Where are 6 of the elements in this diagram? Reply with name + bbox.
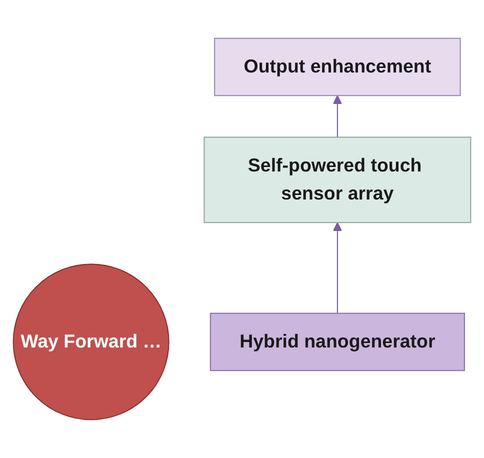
node-box: Hybrid nanogenerator	[210, 312, 465, 372]
node-box: Self-powered touch sensor array	[204, 136, 472, 224]
arrow	[332, 222, 342, 314]
arrow	[332, 95, 342, 138]
node-box: Output enhancement	[214, 38, 461, 96]
node-circle: Way Forward …	[12, 264, 170, 420]
